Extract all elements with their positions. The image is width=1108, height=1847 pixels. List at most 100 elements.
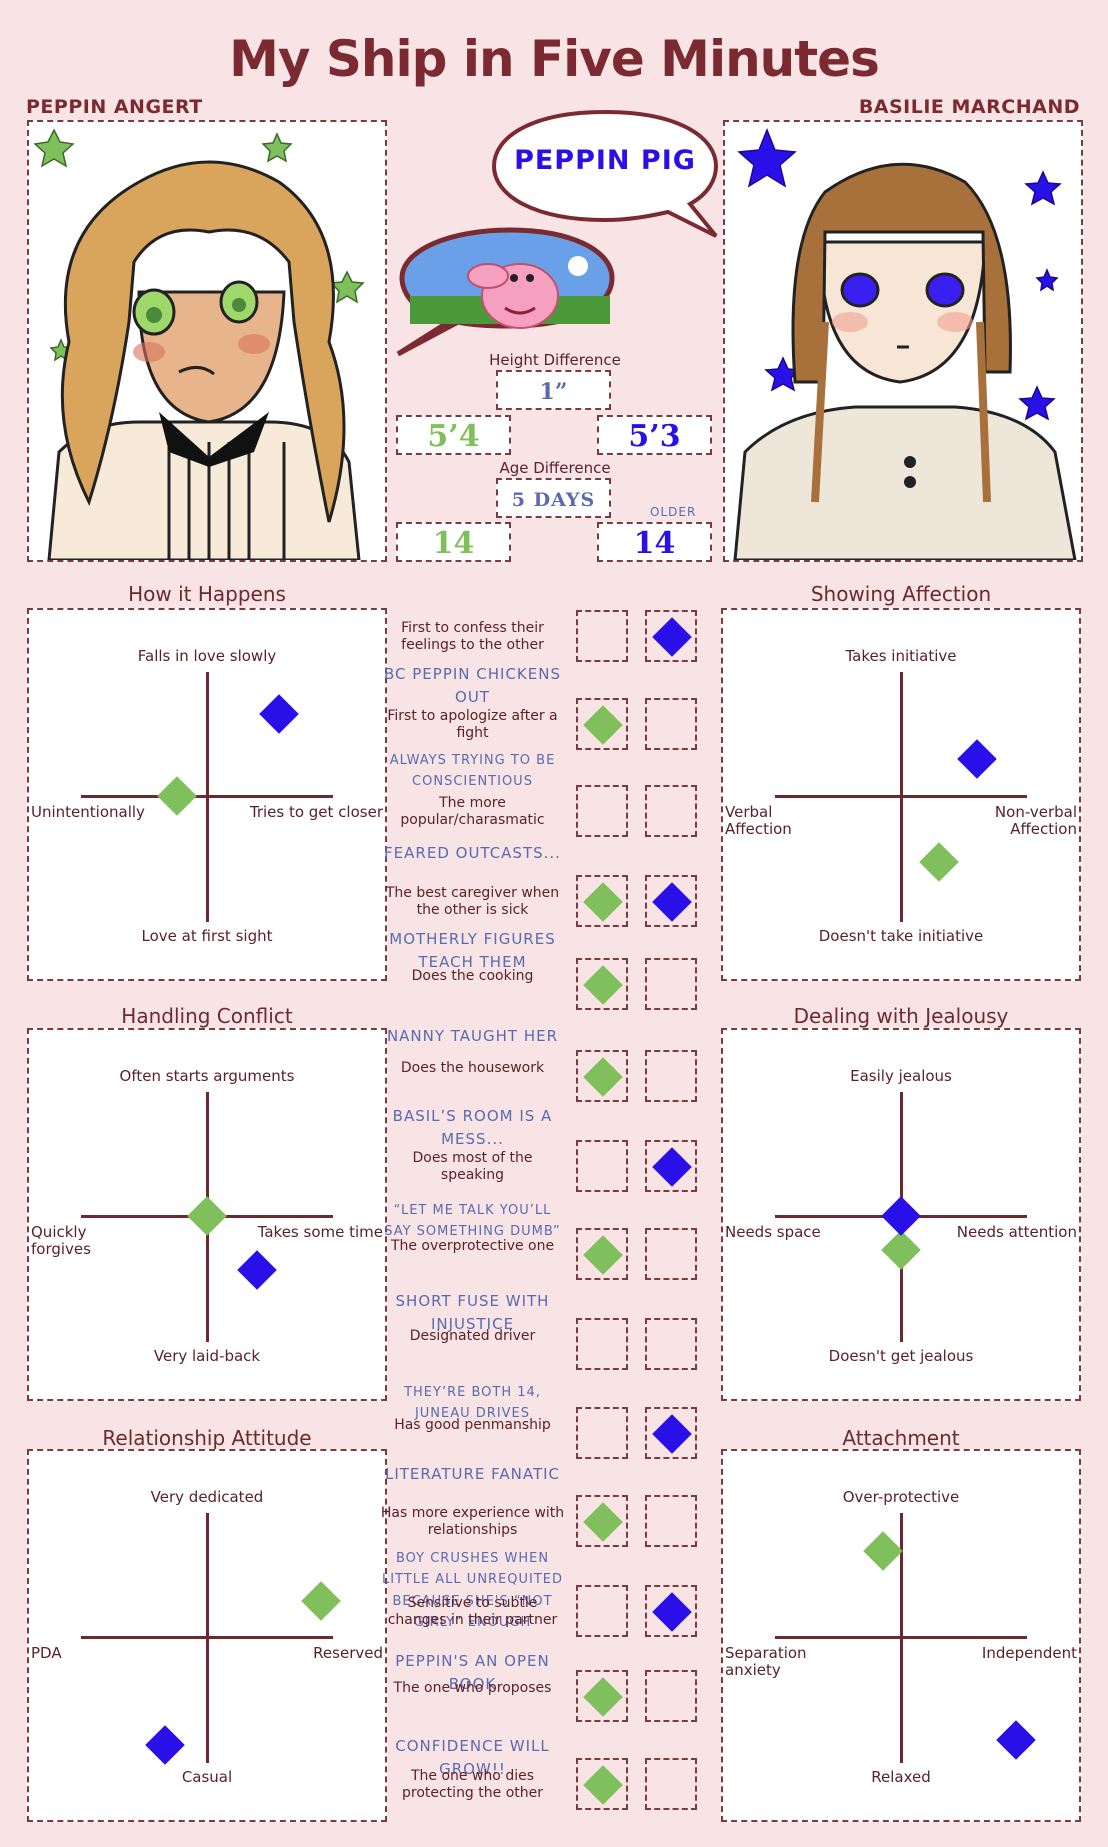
left-portrait [27,120,387,562]
older-note: OLDER [650,505,697,519]
peppin-checkbox[interactable] [576,698,628,750]
basilie-checkbox[interactable] [645,610,697,662]
peppin-checkbox[interactable] [576,1228,628,1280]
peppin-checkbox[interactable] [576,1407,628,1459]
axis-label-left: Separation anxiety [725,1644,807,1679]
axis-label-left: Verbal Affection [725,803,792,838]
question-text: The one who dies protecting the other [401,1768,543,1801]
question-text: First to confess their feelings to the o… [401,620,544,653]
basilie-checkbox[interactable] [645,958,697,1010]
basilie-marker [259,694,299,735]
question-note: BASIL’S ROOM IS A MESS... [392,1107,553,1149]
axis-label-bottom: Very laid-back [153,1347,261,1365]
question-note: CONFIDENCE WILL GROW!! [395,1737,550,1779]
question-text: The one who proposes [393,1680,552,1696]
peppin-portrait-illustration [33,128,365,562]
question-text: Does the housework [400,1060,545,1076]
basilie-mark [652,617,692,657]
basilie-checkbox[interactable] [645,1585,697,1637]
axis-label-bottom: Doesn't get jealous [828,1347,974,1365]
handling-conflict-title: Handling Conflict [121,1004,293,1028]
axis-label-top: Takes initiative [845,647,957,665]
green-star-icon [33,128,75,168]
height-difference-label: Height Difference [489,351,621,369]
peppin-checkbox[interactable] [576,1050,628,1102]
question-note: “LET ME TALK YOU’LL SAY SOMETHING DUMB” [384,1203,561,1240]
question-note: SHORT FUSE WITH INJUSTICE [395,1292,550,1334]
peppin-mark [583,1765,623,1805]
question-text: Designated driver [409,1328,536,1344]
basilie-mark [652,882,692,922]
how-it-happens-title: How it Happens [128,582,286,606]
question-text: Does the cooking [411,968,534,984]
basilie-mark [652,1592,692,1632]
basilie-mark [652,1414,692,1454]
basilie-checkbox[interactable] [645,1758,697,1810]
axis-label-top: Falls in love slowly [137,647,277,665]
peppin-mark [583,1235,623,1275]
peppin-marker [187,1196,227,1236]
basilie-checkbox[interactable] [645,1228,697,1280]
basilie-checkbox[interactable] [645,1670,697,1722]
basilie-checkbox[interactable] [645,785,697,837]
peppin-checkbox[interactable] [576,1758,628,1810]
basilie-marker [145,1725,185,1765]
relationship-attitude-title: Relationship Attitude [102,1426,312,1450]
peppin-mark [583,705,623,745]
basilie-checkbox[interactable] [645,1495,697,1547]
peppin-mark [583,1677,623,1717]
basilie-checkbox[interactable] [645,1050,697,1102]
question-text: First to apologize after a fight [387,708,558,741]
horizontal-axis [81,795,333,798]
question-text: Has more experience with relationships [380,1505,565,1538]
peppin-checkbox[interactable] [576,1585,628,1637]
question-note: LITERATURE FANATIC [384,1465,561,1483]
peppin-checkbox[interactable] [576,875,628,927]
age-difference-value: 5 DAYS [496,478,611,518]
question-note: BC PEPPIN CHICKENS OUT [383,665,561,707]
basilie-checkbox[interactable] [645,1407,697,1459]
peppin-marker [301,1581,341,1621]
dealing-jealousy-title: Dealing with Jealousy [793,1004,1009,1028]
basilie-marker [881,1196,921,1236]
left-age-value: 14 [396,522,511,562]
question-note: PEPPIN'S AN OPEN BOOK [395,1652,550,1694]
question-note: BOY CRUSHES WHEN LITTLE ALL UNREQUITED B… [381,1551,564,1631]
question-text: Has good penmanship [394,1417,551,1433]
question-text: The more popular/charasmatic [400,795,545,828]
peppin-marker [863,1530,903,1571]
axis-label-top: Over-protective [842,1488,960,1506]
basilie-mark [652,1147,692,1187]
basilie-checkbox[interactable] [645,1140,697,1192]
green-star-icon [261,132,293,163]
basilie-checkbox[interactable] [645,698,697,750]
basilie-marker [237,1250,278,1290]
peppin-checkbox[interactable] [576,1495,628,1547]
attachment-title: Attachment [842,1426,960,1450]
peppin-mark [583,1502,623,1542]
peppin-mark [583,1057,623,1097]
peppin-mark [583,882,623,922]
axis-label-right: Takes some time [257,1223,383,1241]
peppin-checkbox[interactable] [576,610,628,662]
peppin-checkbox[interactable] [576,785,628,837]
basilie-checkbox[interactable] [645,875,697,927]
basilie-portrait-illustration [733,127,1077,562]
peppin-checkbox[interactable] [576,1318,628,1370]
horizontal-axis [775,795,1027,798]
peppin-checkbox[interactable] [576,1670,628,1722]
question-text: The best caregiver when the other is sic… [385,885,560,918]
basilie-checkbox[interactable] [645,1318,697,1370]
question-note: ALWAYS TRYING TO BE CONSCIENTIOUS [389,753,556,790]
basilie-marker [956,738,997,779]
question-note: MOTHERLY FIGURES TEACH THEM [389,930,556,972]
peppin-checkbox[interactable] [576,958,628,1010]
axis-label-bottom: Casual [181,1768,233,1786]
right-height-value: 5’3 [597,415,712,455]
axis-label-left: Unintentionally [31,803,145,821]
peppin-checkbox[interactable] [576,1140,628,1192]
